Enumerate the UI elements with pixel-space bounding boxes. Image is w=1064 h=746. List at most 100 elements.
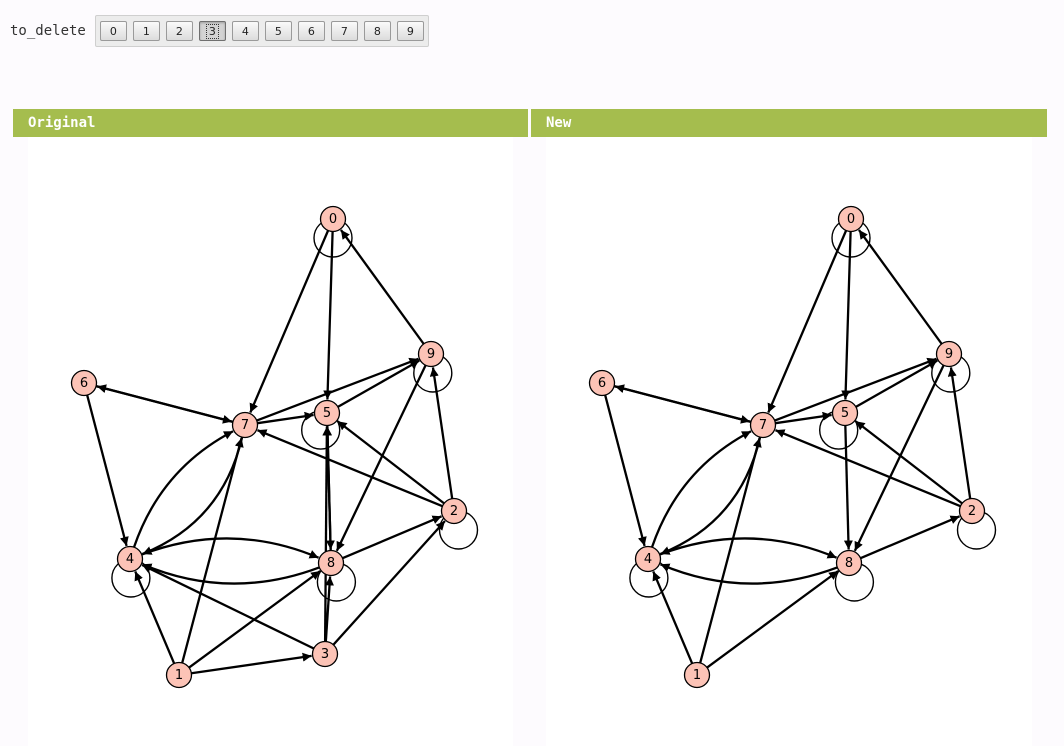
vertex-label: 2 [968,504,976,519]
edge-1-to-8 [706,570,839,669]
vertex-label: 3 [321,647,329,662]
edge-6-to-4 [604,394,647,547]
edge-5-to-9 [337,359,420,408]
toggle-button-label: 9 [406,24,414,38]
edge-3-to-5 [322,426,332,642]
vertex-label: 8 [845,556,853,571]
toggle-button-label: 6 [307,24,315,38]
edge-5-to-9 [855,359,938,408]
toggle-button-label: 7 [340,24,348,38]
vertex-label: 9 [945,347,953,362]
edge-5-to-8 [843,425,853,550]
edge-9-to-8 [335,364,427,552]
toggle-button-label: 1 [142,24,150,38]
edge-7-to-9 [774,357,937,422]
original-panel-title: Original [13,109,528,137]
edge-2-to-9 [429,367,454,499]
toggle-button-6[interactable]: 6 [297,21,325,41]
edge-0-to-5 [323,231,334,400]
toggle-button-7[interactable]: 7 [330,21,358,41]
to-delete-toolbar: to_delete 0 1 2 3 4 5 6 7 8 9 [10,15,429,47]
edge-2-to-9 [947,367,972,499]
toggle-button-9[interactable]: 9 [396,21,424,41]
edge-4-to-7 [650,430,752,548]
edge-7-to-9 [256,357,419,422]
vertex-label: 2 [450,504,458,519]
to-delete-label: to_delete [10,23,86,39]
vertex-label: 0 [847,212,855,227]
edge-8-to-2 [342,515,443,560]
edge-8-to-2 [860,515,961,560]
vertex-2: 2 [958,497,986,525]
toggle-button-0[interactable]: 0 [99,21,127,41]
edge-0-to-7 [767,230,848,414]
vertex-label: 6 [80,376,88,391]
toggle-button-label: 2 [175,24,183,38]
edge-7-to-6 [614,384,752,423]
vertex-9: 9 [935,340,963,368]
edge-8-to-4 [141,563,320,585]
edge-7-to-5 [257,411,314,425]
toggle-button-5[interactable]: 5 [264,21,292,41]
edge-2-to-7 [257,429,443,508]
vertex-0: 0 [319,205,347,233]
vertex-9: 9 [417,340,445,368]
original-graph-area: 0 1 2 3 4 5 6 7 8 9 [28,137,513,746]
vertex-label: 9 [427,347,435,362]
vertex-5: 5 [831,399,859,427]
vertex-7: 7 [749,411,777,439]
vertex-toggle-buttons: 0 1 2 3 4 5 6 7 8 9 [94,15,429,47]
toggle-button-label: 0 [109,24,117,38]
edge-3-to-8 [324,576,335,642]
edge-6-to-4 [86,394,129,547]
edge-1-to-3 [191,652,312,675]
vertex-8: 8 [317,549,345,577]
vertex-7: 7 [231,411,259,439]
toggle-button-3[interactable]: 3 [198,21,226,41]
vertex-6: 6 [588,369,616,397]
edge-4-to-8 [141,537,320,559]
edge-7-to-6 [96,384,234,423]
original-panel: Original 0 1 2 3 4 5 6 7 8 9 [13,109,528,746]
edge-9-to-0 [858,229,943,345]
vertex-4: 4 [116,545,144,573]
edge-2-to-5 [336,420,445,505]
edge-3-to-4 [141,563,315,650]
edge-1-to-4 [134,570,176,664]
edge-8-to-5 [323,426,333,551]
toggle-button-label: 4 [241,24,249,38]
vertex-label: 4 [126,552,134,567]
edge-1-to-7 [181,437,244,664]
toggle-button-4[interactable]: 4 [231,21,259,41]
toggle-button-8[interactable]: 8 [363,21,391,41]
edge-1-to-7 [699,437,762,664]
edge-0-to-5 [841,231,852,400]
vertex-label: 7 [759,418,767,433]
original-graph: 0 1 2 3 4 5 6 7 8 9 [70,205,479,689]
toggle-button-1[interactable]: 1 [132,21,160,41]
vertex-label: 6 [598,376,606,391]
edge-9-to-8 [853,364,945,552]
toggle-button-2[interactable]: 2 [165,21,193,41]
edge-8-to-4 [659,563,838,585]
vertex-6: 6 [70,369,98,397]
edge-1-to-4 [652,570,694,664]
vertex-label: 1 [693,668,701,683]
toggle-button-label: 3 [205,23,219,39]
vertex-label: 8 [327,556,335,571]
vertex-1: 1 [683,661,711,689]
edge-2-to-7 [775,429,961,508]
edge-3-to-2 [332,520,446,646]
vertex-5: 5 [313,399,341,427]
vertex-1: 1 [165,661,193,689]
edge-7-to-5 [775,411,832,425]
toggle-button-label: 8 [373,24,381,38]
edge-4-to-7 [132,430,234,548]
vertex-label: 1 [175,668,183,683]
edge-2-to-5 [854,420,963,505]
edge-0-to-7 [249,230,330,414]
new-panel-title: New [531,109,1047,137]
